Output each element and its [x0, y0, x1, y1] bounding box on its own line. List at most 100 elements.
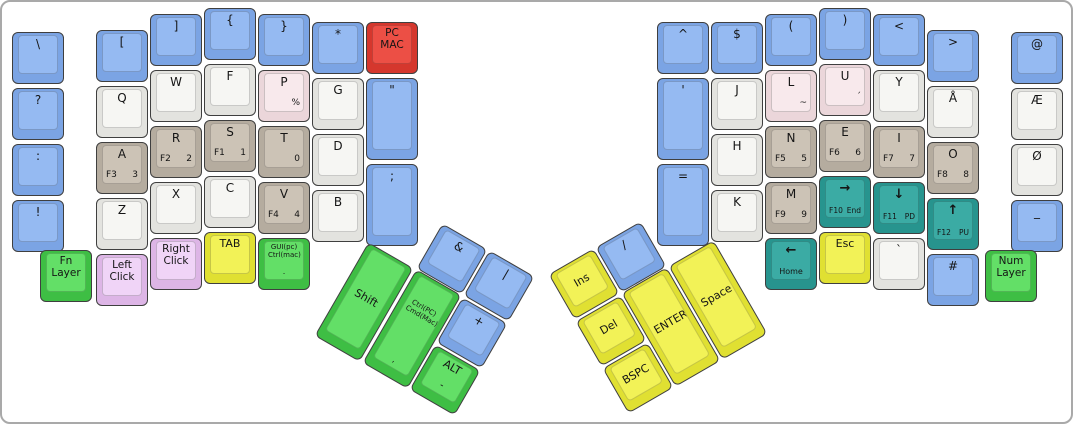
key-tab[interactable]: TAB [204, 232, 256, 284]
key-x[interactable]: X [150, 182, 202, 234]
key-d[interactable]: D [312, 134, 364, 186]
key-b-cap: B [318, 193, 358, 232]
key-n-label: N [786, 131, 796, 145]
key-z[interactable]: Z [96, 198, 148, 250]
key-right-paren[interactable]: ) [819, 8, 871, 60]
key-aring-cap: Å [933, 89, 973, 128]
key-dollar[interactable]: $ [711, 22, 763, 74]
key-g-cap: G [318, 81, 358, 120]
key-home-cap: ←Home [771, 241, 811, 280]
key-p[interactable]: P% [258, 70, 310, 122]
key-asterisk[interactable]: * [312, 22, 364, 74]
key-left-click[interactable]: Left Click [96, 254, 148, 306]
key-less-than[interactable]: < [873, 14, 925, 66]
key-caret[interactable]: ^ [657, 22, 709, 74]
key-aring[interactable]: Å [927, 86, 979, 138]
key-double-quote-label: " [389, 83, 395, 97]
key-p-sublabel-right: % [291, 98, 300, 108]
key-shift-label: Shift [351, 286, 381, 311]
key-b[interactable]: B [312, 190, 364, 242]
key-left-paren[interactable]: ( [765, 14, 817, 66]
key-less-than-label: < [893, 19, 905, 33]
key-ins-cap: Ins [555, 254, 610, 308]
key-a-sublabel-right: 3 [132, 170, 138, 180]
key-fn-layer[interactable]: Fn Layer [40, 250, 92, 302]
key-ae[interactable]: Æ [1011, 88, 1063, 140]
key-y[interactable]: Y [873, 70, 925, 122]
key-left-paren-cap: ( [771, 17, 811, 56]
key-k[interactable]: K [711, 190, 763, 242]
key-x-cap: X [156, 185, 196, 224]
key-grave[interactable]: ` [873, 238, 925, 290]
key-oslash[interactable]: Ø [1011, 144, 1063, 196]
key-f-cap: F [210, 67, 250, 106]
key-u[interactable]: U´ [819, 64, 871, 116]
key-w-cap: W [156, 73, 196, 112]
key-pc-mac[interactable]: PC MAC [366, 22, 418, 74]
key-question[interactable]: ? [12, 88, 64, 140]
key-backslash[interactable]: \ [12, 32, 64, 84]
key-colon-cap: : [18, 147, 58, 186]
key-gui-label: GUI(pc) Ctrl(mac) [268, 243, 301, 259]
key-right-click-label: Right Click [162, 243, 190, 267]
key-at[interactable]: @ [1011, 32, 1063, 84]
key-underscore[interactable]: _ [1011, 200, 1063, 252]
key-apostrophe[interactable]: ' [657, 78, 709, 160]
key-n-sublabel-left: F5 [775, 154, 786, 164]
key-backslash-cap: \ [18, 35, 58, 74]
key-left-bracket[interactable]: [ [96, 30, 148, 82]
key-del-label: Del [597, 317, 621, 338]
key-c[interactable]: C [204, 176, 256, 228]
key-right-brace[interactable]: } [258, 14, 310, 66]
key-equals[interactable]: = [657, 164, 709, 246]
key-aring-label: Å [948, 91, 958, 105]
key-right-click[interactable]: Right Click [150, 238, 202, 290]
key-j-label: J [735, 83, 739, 97]
key-underscore-cap: _ [1017, 203, 1057, 242]
key-esc[interactable]: Esc [819, 232, 871, 284]
key-exclamation[interactable]: ! [12, 200, 64, 252]
key-plus-label: + [471, 312, 487, 330]
key-left-bracket-cap: [ [102, 33, 142, 72]
key-i-label: I [897, 131, 901, 145]
key-q[interactable]: Q [96, 86, 148, 138]
key-gui[interactable]: GUI(pc) Ctrl(mac). [258, 238, 310, 290]
key-num-layer[interactable]: Num Layer [985, 250, 1037, 302]
key-colon[interactable]: : [12, 144, 64, 196]
key-left-brace[interactable]: { [204, 8, 256, 60]
key-w[interactable]: W [150, 70, 202, 122]
key-double-quote[interactable]: " [366, 78, 418, 160]
key-hash[interactable]: # [927, 254, 979, 306]
key-t-label: T [280, 131, 288, 145]
key-l[interactable]: L~ [765, 70, 817, 122]
key-semicolon[interactable]: ; [366, 164, 418, 246]
key-d-cap: D [318, 137, 358, 176]
key-g[interactable]: G [312, 78, 364, 130]
key-z-cap: Z [102, 201, 142, 240]
key-home[interactable]: ←Home [765, 238, 817, 290]
key-right-bracket[interactable]: ] [150, 14, 202, 66]
key-h[interactable]: H [711, 134, 763, 186]
key-greater-than[interactable]: > [927, 30, 979, 82]
key-b-label: B [333, 195, 343, 209]
key-j[interactable]: J [711, 78, 763, 130]
key-f[interactable]: F [204, 64, 256, 116]
